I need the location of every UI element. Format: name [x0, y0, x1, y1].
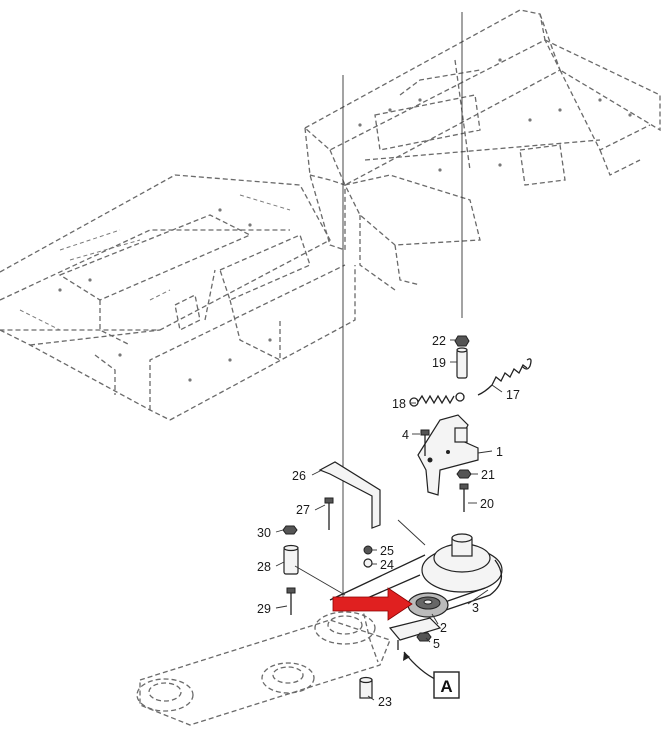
- nut-22: [454, 335, 470, 347]
- bolt-20: [459, 483, 469, 512]
- pulley-bracket: [388, 617, 442, 650]
- callout-labels: 22 19 18 17 4 1 21 20 26 27 30 25 24 28 …: [257, 334, 520, 709]
- bolt-29: [286, 587, 296, 615]
- callout-23: 23: [378, 695, 392, 709]
- stud-23: [359, 676, 373, 699]
- drive-pulley: [421, 533, 503, 593]
- nut-5: [416, 632, 432, 642]
- callout-3: 3: [472, 601, 479, 615]
- washer-24: [363, 558, 373, 568]
- callout-25: 25: [380, 544, 394, 558]
- callout-21: 21: [481, 468, 495, 482]
- callout-2: 2: [440, 621, 447, 635]
- nut-30: [282, 525, 298, 535]
- idler-bracket-1: [417, 414, 479, 496]
- highlight-arrow: [332, 587, 413, 621]
- callout-27: 27: [296, 503, 310, 517]
- mower-spindles: [136, 597, 391, 726]
- nut-21: [456, 469, 472, 479]
- callout-4: 4: [402, 428, 409, 442]
- callout-20: 20: [480, 497, 494, 511]
- callout-28: 28: [257, 560, 271, 574]
- washer-25: [363, 545, 373, 555]
- spring-17: [477, 358, 532, 396]
- spacer-28: [283, 544, 299, 575]
- callout-29: 29: [257, 602, 271, 616]
- callout-18: 18: [392, 397, 406, 411]
- callout-5: 5: [433, 637, 440, 651]
- callout-30: 30: [257, 526, 271, 540]
- spring-18: [409, 392, 465, 407]
- callout-19: 19: [432, 356, 446, 370]
- bracket-26: [318, 461, 381, 529]
- leader-lines: [275, 339, 503, 701]
- reference-lines: [342, 12, 463, 600]
- callout-26: 26: [292, 469, 306, 483]
- idler-pulley-2: [407, 592, 449, 618]
- callout-1: 1: [496, 445, 503, 459]
- callout-22: 22: [432, 334, 446, 348]
- callout-24: 24: [380, 558, 394, 572]
- spacer-19: [456, 347, 468, 379]
- chassis-frame: [0, 9, 661, 421]
- bolt-4: [420, 429, 430, 456]
- callout-17: 17: [506, 388, 520, 402]
- view-a-callout: A: [403, 651, 460, 699]
- bolt-27: [324, 497, 334, 530]
- view-label: A: [440, 677, 452, 696]
